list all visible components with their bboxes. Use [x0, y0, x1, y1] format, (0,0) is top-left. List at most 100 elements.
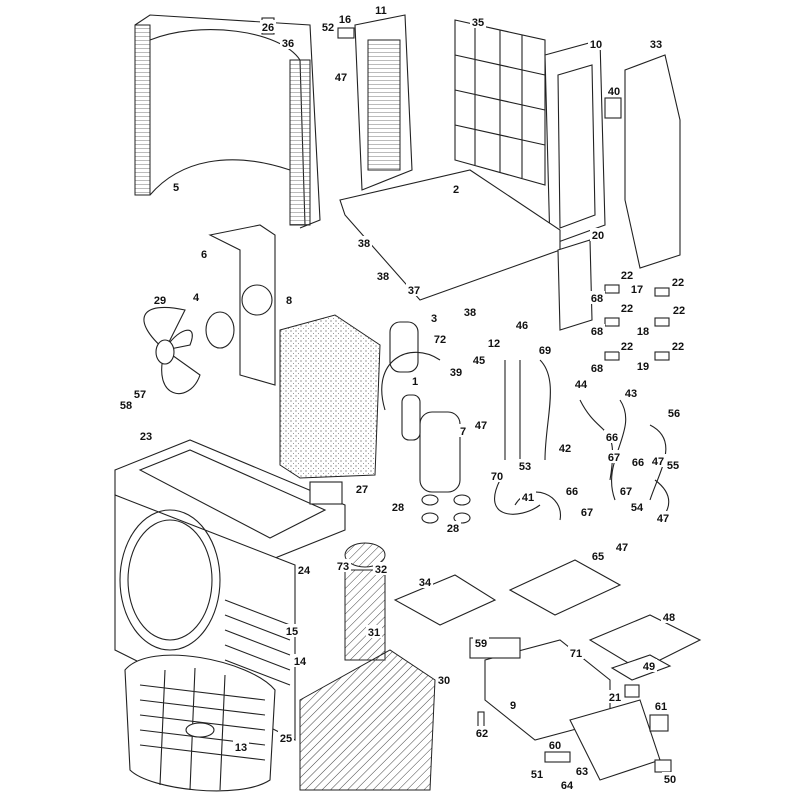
part-label-bg	[537, 343, 553, 356]
sound-jacket	[299, 649, 436, 791]
part-label-21: 21	[609, 692, 621, 704]
part-16	[337, 27, 355, 39]
part-label-37: 37	[408, 285, 420, 297]
part-label-7: 7	[460, 426, 466, 438]
part-label-bg	[473, 636, 489, 649]
part-label-39: 39	[450, 367, 462, 379]
part-label-bg	[448, 365, 464, 378]
part-label-bg	[618, 484, 634, 497]
part-label-11: 11	[375, 5, 387, 17]
part-label-59: 59	[475, 638, 487, 650]
part-label-38: 38	[464, 307, 476, 319]
terminal-50	[654, 759, 672, 773]
part-label-bg	[473, 418, 489, 431]
part-label-22: 22	[621, 303, 633, 315]
part-61	[649, 714, 669, 732]
part-label-55: 55	[667, 460, 679, 472]
part-label-bg	[118, 398, 134, 411]
part-label-bg	[335, 559, 351, 572]
part-label-bg	[670, 275, 686, 288]
part-label-bg	[448, 182, 464, 195]
part-label-57: 57	[134, 389, 146, 401]
part-label-bg	[320, 20, 336, 33]
part-label-bg	[619, 268, 635, 281]
part-label-bg	[278, 731, 294, 744]
part-label-54: 54	[631, 502, 644, 514]
part-label-bg	[390, 500, 406, 513]
part-label-60: 60	[549, 740, 561, 752]
part-label-19: 19	[637, 361, 649, 373]
part-label-bg	[152, 293, 168, 306]
part-label-bg	[648, 37, 664, 50]
part-label-67: 67	[620, 486, 632, 498]
part-label-bg	[635, 324, 651, 337]
part-label-63: 63	[576, 766, 588, 778]
part-label-bg	[517, 459, 533, 472]
part-label-bg	[432, 332, 448, 345]
part-label-bg	[520, 490, 536, 503]
part-label-bg	[564, 484, 580, 497]
part-label-70: 70	[491, 471, 503, 483]
part-label-34: 34	[419, 577, 432, 589]
part-label-45: 45	[473, 355, 485, 367]
part-label-22: 22	[672, 341, 684, 353]
part-label-53: 53	[519, 461, 531, 473]
part-label-6: 6	[201, 249, 207, 261]
part-label-47: 47	[335, 72, 347, 84]
part-label-3: 3	[431, 313, 437, 325]
part-label-36: 36	[282, 38, 294, 50]
part-label-bg	[671, 303, 687, 316]
part-label-66: 66	[606, 432, 618, 444]
part-label-58: 58	[120, 400, 132, 412]
part-label-bg	[406, 283, 422, 296]
part-label-bg	[407, 374, 423, 387]
part-label-42: 42	[559, 443, 571, 455]
part-label-bg	[589, 324, 605, 337]
compressor	[381, 351, 461, 493]
part-label-22: 22	[672, 277, 684, 289]
part-label-26: 26	[262, 22, 274, 34]
part-label-30: 30	[438, 675, 450, 687]
part-label-56: 56	[668, 408, 680, 420]
part-label-bg	[138, 429, 154, 442]
part-label-bg	[375, 269, 391, 282]
part-label-bg	[132, 387, 148, 400]
part-label-bg	[292, 654, 308, 667]
part-label-52: 52	[322, 22, 334, 34]
part-label-bg	[462, 305, 478, 318]
part-label-47: 47	[475, 420, 487, 432]
part-label-bg	[590, 228, 606, 241]
part-label-bg	[653, 699, 669, 712]
part-label-bg	[529, 767, 545, 780]
part-label-bg	[296, 563, 312, 576]
part-label-50: 50	[664, 774, 676, 786]
part-label-73: 73	[337, 561, 349, 573]
part-label-5: 5	[173, 182, 179, 194]
part-label-bg	[514, 318, 530, 331]
part-label-bg	[547, 738, 563, 751]
part-label-41: 41	[522, 492, 534, 504]
part-label-bg	[426, 311, 442, 324]
part-label-bg	[455, 424, 471, 437]
terminal-51	[544, 751, 571, 763]
part-label-69: 69	[539, 345, 551, 357]
part-label-43: 43	[625, 388, 637, 400]
part-label-22: 22	[673, 305, 685, 317]
part-label-bg	[233, 740, 249, 753]
part-label-bg	[574, 764, 590, 777]
part-label-67: 67	[581, 507, 593, 519]
part-label-bg	[665, 458, 681, 471]
condenser-coil	[134, 14, 321, 229]
part-label-bg	[604, 430, 620, 443]
part-label-bg	[641, 659, 657, 672]
part-label-68: 68	[591, 326, 603, 338]
fan-blade	[143, 306, 201, 395]
part-label-bg	[284, 624, 300, 637]
part-label-bg	[354, 482, 370, 495]
tray-65	[508, 559, 622, 616]
part-label-bg	[260, 20, 276, 33]
part-label-29: 29	[154, 295, 166, 307]
part-label-25: 25	[280, 733, 292, 745]
part-label-8: 8	[286, 295, 292, 307]
